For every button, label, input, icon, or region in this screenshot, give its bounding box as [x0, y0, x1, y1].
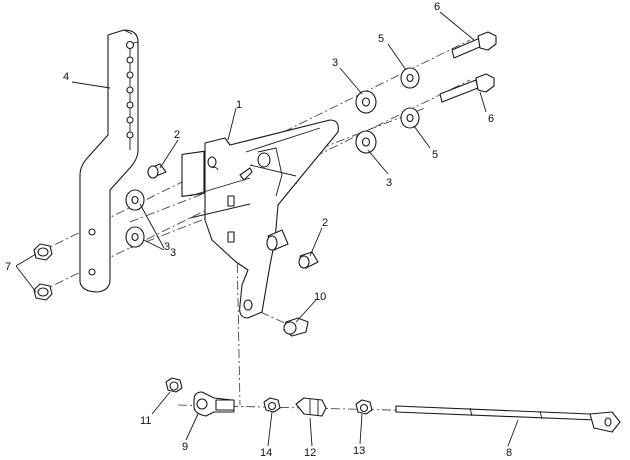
part-9-rod-end — [193, 391, 235, 417]
part-6-bolts — [439, 31, 497, 103]
callout-6-upper: 6 — [434, 1, 440, 13]
part-14-nut — [263, 397, 281, 413]
part-13-nut — [355, 399, 373, 415]
callout-12: 12 — [304, 447, 316, 459]
part-10-bolt — [283, 317, 309, 337]
callout-14: 14 — [260, 447, 272, 459]
callout-13: 13 — [353, 445, 365, 457]
callout-6-lower: 6 — [488, 113, 494, 125]
callout-2-right: 2 — [322, 217, 328, 229]
part-8-rod — [395, 405, 621, 433]
callout-3-lower-right: 3 — [386, 177, 392, 189]
callout-3-left-a: 3 — [164, 241, 170, 253]
callout-2-upper: 2 — [174, 129, 180, 141]
callout-3-upper-right: 3 — [332, 57, 338, 69]
callout-10: 10 — [314, 291, 326, 303]
callout-leaders — [15, 11, 519, 447]
callout-11: 11 — [140, 415, 151, 427]
part-3-washers-left — [125, 189, 145, 248]
part-1-bracket — [181, 119, 339, 319]
part-11-nut — [165, 377, 183, 393]
callout-3-left-b: 3 — [170, 247, 176, 259]
callout-1: 1 — [236, 99, 242, 111]
part-2-bushing-upper — [147, 163, 167, 179]
callout-7: 7 — [5, 261, 11, 273]
part-3-washers-right — [355, 90, 377, 154]
part-7-nuts — [33, 243, 53, 301]
callout-5-lower: 5 — [432, 149, 438, 161]
part-2-bushing-right — [298, 251, 319, 269]
callout-4: 4 — [63, 71, 69, 83]
callout-9: 9 — [182, 441, 188, 453]
part-5-washers — [400, 67, 420, 129]
callout-labels: 1 2 2 3 3 3 3 4 5 5 6 6 7 8 9 10 11 12 1… — [5, 1, 512, 459]
callout-8: 8 — [506, 447, 512, 459]
part-4-arm — [79, 29, 139, 293]
part-12-coupler — [295, 397, 327, 417]
callout-5-upper: 5 — [378, 33, 384, 45]
